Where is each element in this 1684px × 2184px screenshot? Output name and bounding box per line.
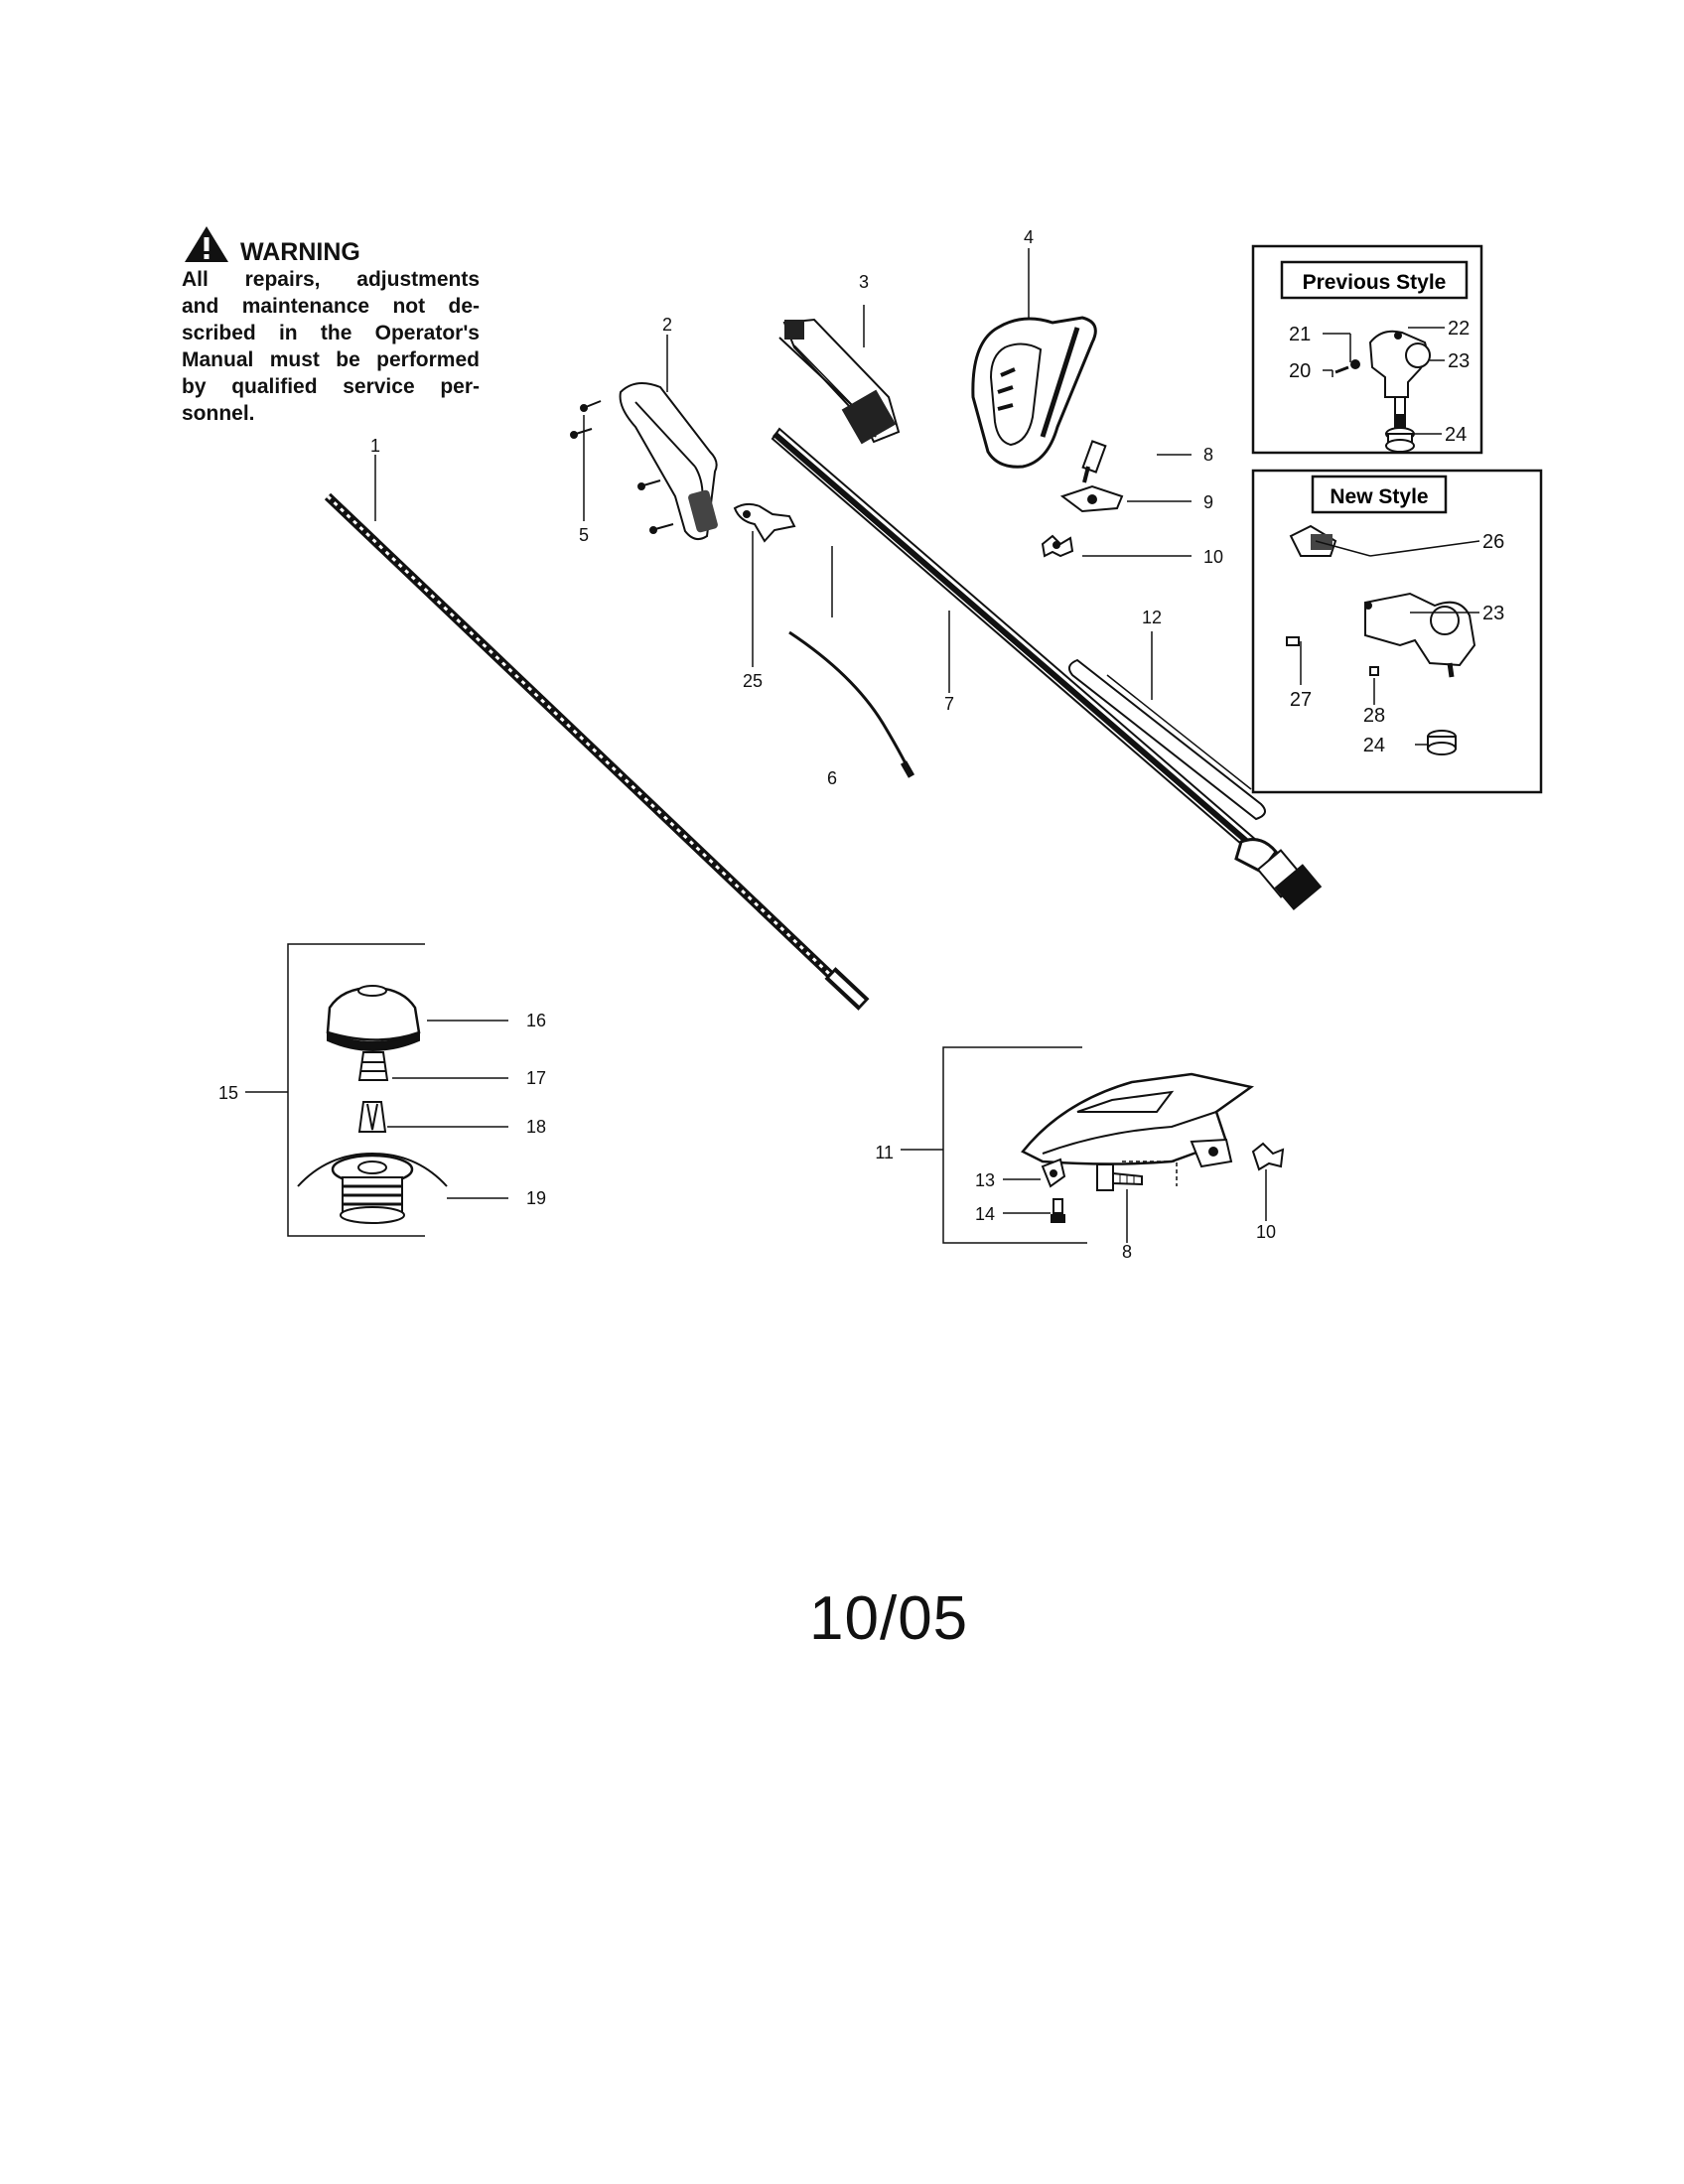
part-number: 10 — [1203, 547, 1223, 567]
eyelet-part — [357, 1101, 387, 1133]
part-number: 8 — [1203, 445, 1213, 465]
warning-text-line: by qualified service per- — [182, 375, 480, 398]
part-number: 11 — [875, 1143, 894, 1162]
part-number: 3 — [859, 272, 869, 292]
leader-lines — [245, 248, 1480, 1243]
part-number: 24 — [1445, 424, 1467, 446]
part-number: 26 — [1482, 531, 1504, 553]
part-number: 7 — [944, 694, 954, 714]
part-number: 25 — [743, 671, 763, 691]
previous-style-inset — [1251, 244, 1483, 455]
part-number: 18 — [526, 1117, 546, 1137]
part-number: 24 — [1363, 735, 1385, 756]
part-number: 12 — [1142, 608, 1162, 627]
spring-part — [357, 1051, 389, 1081]
part-number: 22 — [1448, 318, 1470, 340]
throttle-trigger-part — [733, 502, 796, 543]
warning-triangle-icon — [185, 226, 228, 262]
trimmer-head-bracket — [287, 943, 425, 1237]
new-style-gearhead — [1286, 524, 1476, 755]
guard-part — [1021, 1072, 1255, 1168]
guard-bracket — [942, 1046, 1087, 1244]
part-number-callouts: 1 2 3 4 5 6 7 8 9 10 11 12 13 14 15 16 1… — [218, 227, 1504, 1262]
clamp-part — [1059, 484, 1124, 513]
part-number: 23 — [1448, 350, 1470, 372]
warning-title: WARNING — [240, 238, 360, 266]
previous-style-label: Previous Style — [1303, 271, 1447, 294]
guard-screw-part — [1051, 1198, 1065, 1223]
sleeve-part — [1067, 658, 1266, 821]
spool-part — [297, 1152, 448, 1224]
warning-text-line: and maintenance not de- — [182, 295, 480, 318]
part-number: 8 — [1122, 1242, 1132, 1262]
part-number: 17 — [526, 1068, 546, 1088]
part-number: 20 — [1289, 360, 1311, 382]
part-number: 1 — [370, 436, 380, 456]
part-number: 10 — [1256, 1222, 1276, 1242]
spool-cover-part — [326, 985, 421, 1051]
warning-text-line: sonnel. — [182, 402, 255, 425]
part-number: 27 — [1290, 689, 1312, 711]
previous-style-gearhead — [1334, 330, 1431, 453]
part-number: 4 — [1024, 227, 1034, 247]
warning-text-line: Manual must be performed — [182, 348, 480, 371]
part-number: 23 — [1482, 603, 1504, 624]
part-number: 15 — [218, 1083, 238, 1103]
part-number: 16 — [526, 1011, 546, 1030]
part-number: 5 — [579, 525, 589, 545]
handle-bracket-part — [778, 318, 901, 445]
part-number: 13 — [975, 1170, 995, 1190]
revision-date: 10/05 — [809, 1584, 969, 1653]
d-handle-part — [971, 316, 1097, 469]
bolt-part — [1081, 440, 1107, 483]
new-style-label: New Style — [1330, 485, 1428, 508]
part-number: 21 — [1289, 324, 1311, 345]
warning-text-line: All repairs, adjustments — [182, 268, 480, 291]
part-number: 9 — [1203, 492, 1213, 512]
handle-housing-part — [619, 382, 718, 541]
wing-nut-part — [1041, 534, 1074, 558]
new-style-inset — [1251, 469, 1543, 794]
part-number: 2 — [662, 315, 672, 335]
part-number: 6 — [827, 768, 837, 788]
throttle-cable-part — [788, 630, 915, 778]
drive-tube-part — [771, 427, 1323, 911]
warning-text-line: scribed in the Operator's — [182, 322, 480, 344]
drive-shaft-part — [324, 492, 870, 1011]
part-number: 19 — [526, 1188, 546, 1208]
part-number: 14 — [975, 1204, 995, 1224]
guard-bracket-plate-part — [1041, 1158, 1066, 1188]
part-number: 28 — [1363, 705, 1385, 727]
guard-bolt-part — [1096, 1160, 1178, 1191]
guard-wing-nut-part — [1251, 1142, 1285, 1171]
